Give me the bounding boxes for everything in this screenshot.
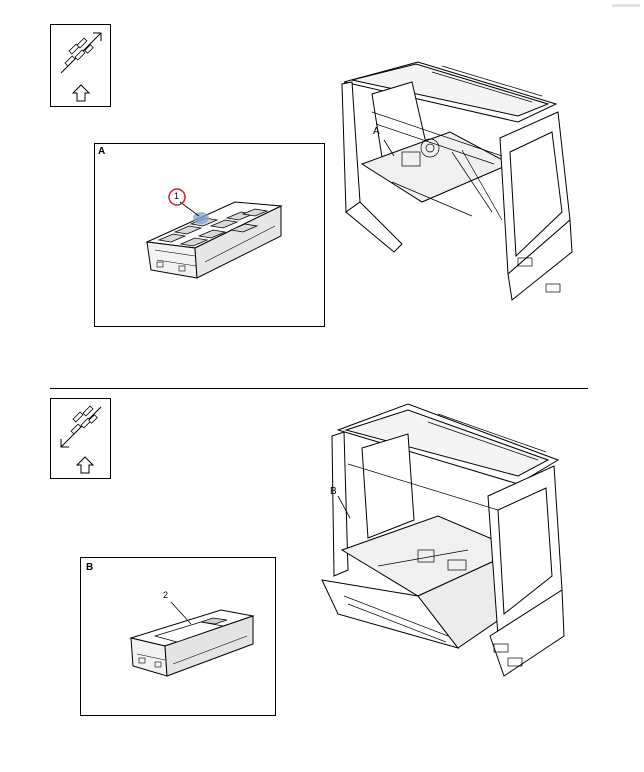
part-number-2: 2 <box>163 590 169 600</box>
detail-frame-a: A 1 <box>94 143 325 327</box>
detail-frame-b: B 2 <box>80 557 276 716</box>
orientation-arrows-icon <box>60 405 102 474</box>
cab-callout-a: A <box>373 126 380 137</box>
cab-callout-b: B <box>330 486 337 497</box>
corner-mark <box>612 4 640 7</box>
detail-label-a: A <box>98 146 106 157</box>
highlight-ring <box>168 188 186 206</box>
detail-label-b: B <box>86 562 94 573</box>
orientation-arrows-icon <box>60 32 102 102</box>
part-number-1: 1 <box>174 191 180 201</box>
window-switch-single-b <box>129 601 255 677</box>
window-switch-panel-a <box>145 188 283 279</box>
section-divider <box>50 388 588 389</box>
cab-illustration-top <box>341 61 573 301</box>
cab-illustration-bottom <box>321 403 565 677</box>
orientation-icon-bottom <box>50 398 111 479</box>
orientation-icon-top <box>50 24 111 107</box>
